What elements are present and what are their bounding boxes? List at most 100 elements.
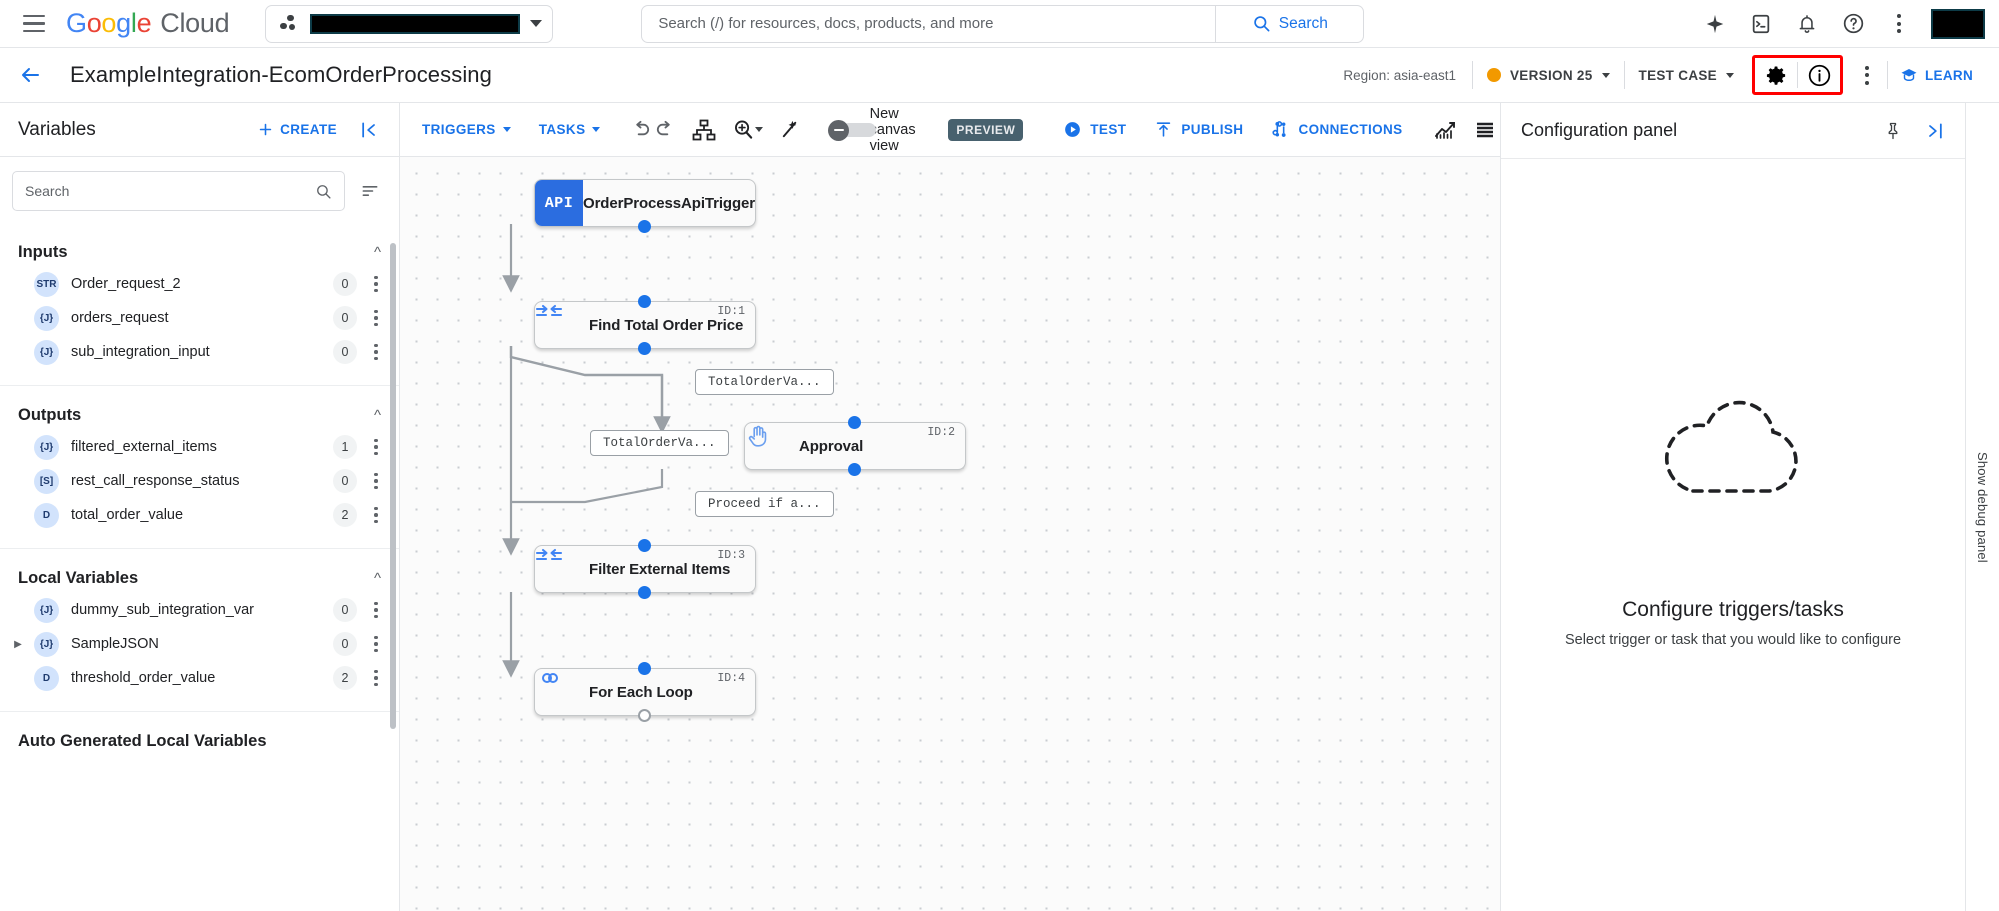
hamburger-icon[interactable] [12,2,56,46]
variable-more-icon[interactable] [365,438,387,456]
gemini-sparkle-icon[interactable] [1695,4,1735,44]
variable-more-icon[interactable] [365,635,387,653]
config-panel-empty-state: Configure triggers/tasks Select trigger … [1501,159,1965,911]
help-question-icon[interactable] [1833,4,1873,44]
chevron-up-icon[interactable]: ^ [373,406,381,424]
chevron-up-icon[interactable]: ^ [373,243,381,261]
variable-more-icon[interactable] [365,275,387,293]
variable-more-icon[interactable] [365,601,387,619]
variable-more-icon[interactable] [365,472,387,490]
expand-triangle-icon[interactable]: ▶ [14,638,22,650]
auto-layout-icon[interactable] [692,110,716,150]
avatar[interactable] [1931,8,1985,39]
variable-type-badge: STR [34,271,59,297]
magic-wand-icon[interactable] [779,110,802,150]
collapse-left-icon[interactable] [351,112,387,148]
variable-group-header[interactable]: Outputs^ [0,400,399,430]
expand-right-icon[interactable] [1917,113,1953,149]
variable-more-icon[interactable] [365,506,387,524]
create-variable-button[interactable]: CREATE [247,115,347,144]
more-vert-icon[interactable] [1879,4,1919,44]
project-picker[interactable] [265,4,554,43]
variable-more-icon[interactable] [365,669,387,687]
variables-search-input[interactable] [25,183,315,199]
chevron-up-icon[interactable]: ^ [373,569,381,587]
scrollbar-thumb[interactable] [390,243,396,729]
test-case-selector[interactable]: TEST CASE [1625,68,1748,83]
search-input[interactable] [642,5,1216,42]
version-selector[interactable]: VERSION 25 [1473,68,1624,83]
node-output-port[interactable] [638,586,651,599]
node-input-port[interactable] [848,416,861,429]
arrow-back-icon[interactable] [10,55,50,95]
node-output-port[interactable] [638,709,651,722]
triggers-label: TRIGGERS [422,122,496,137]
global-search[interactable]: Search [641,4,1365,43]
zoom-chevron-down-icon[interactable] [755,127,764,132]
variable-group-header[interactable]: Local Variables ^ [0,563,399,593]
node-output-port[interactable] [848,463,861,476]
canvas-node-label: OrderProcessApiTrigger [583,194,756,212]
analytics-chart-icon[interactable] [1433,110,1457,150]
info-circle-icon[interactable] [1798,58,1840,92]
edge-label[interactable]: TotalOrderVa... [695,369,834,395]
node-output-port[interactable] [638,220,651,233]
edge-label[interactable]: Proceed if a... [695,491,834,517]
zoom-icon[interactable] [732,110,755,150]
test-button[interactable]: TEST [1049,112,1140,147]
connections-button[interactable]: CONNECTIONS [1257,112,1416,147]
node-input-port[interactable] [638,295,651,308]
variable-group-title: Local Variables [18,568,139,587]
redo-icon[interactable] [653,110,676,150]
variable-more-icon[interactable] [365,309,387,327]
chevron-down-icon [1726,72,1734,78]
logs-list-icon[interactable] [1473,110,1497,150]
triggers-menu[interactable]: TRIGGERS [408,114,525,145]
edge-label[interactable]: TotalOrderVa... [590,430,729,456]
variable-type-badge: {J} [34,305,59,331]
variables-search[interactable] [12,171,345,211]
publish-button[interactable]: PUBLISH [1140,112,1257,147]
config-panel-actions [1875,113,1953,149]
show-debug-panel-rail[interactable]: Show debug panel [1965,103,1999,911]
undo-icon[interactable] [630,110,653,150]
node-input-port[interactable] [638,539,651,552]
variable-type-badge: [S] [34,468,59,494]
preview-badge: PREVIEW [948,118,1024,141]
new-canvas-view-toggle[interactable] [828,119,877,141]
cloud-shell-icon[interactable] [1741,4,1781,44]
variable-more-icon[interactable] [365,343,387,361]
search-button[interactable]: Search [1215,5,1363,42]
canvas-toolbar: TRIGGERS TASKS [400,103,1500,157]
notifications-bell-icon[interactable] [1787,4,1827,44]
variable-group-header[interactable]: Auto Generated Local Variables [0,726,399,756]
sidebar-scrollbar[interactable] [390,223,397,911]
node-output-port[interactable] [638,342,651,355]
variable-group-header[interactable]: Inputs^ [0,237,399,267]
page-more-vert-icon[interactable] [1847,55,1887,95]
canvas-node-label: Filter External Items [589,560,731,578]
pin-icon[interactable] [1875,113,1911,149]
learn-button[interactable]: LEARN [1888,66,1985,84]
settings-gear-icon[interactable] [1755,58,1797,92]
google-cloud-logo[interactable]: Google Cloud [66,8,230,39]
tasks-menu[interactable]: TASKS [525,114,615,145]
sidebar-title: Variables [18,118,96,140]
sort-icon[interactable] [353,174,387,208]
node-input-port[interactable] [638,662,651,675]
